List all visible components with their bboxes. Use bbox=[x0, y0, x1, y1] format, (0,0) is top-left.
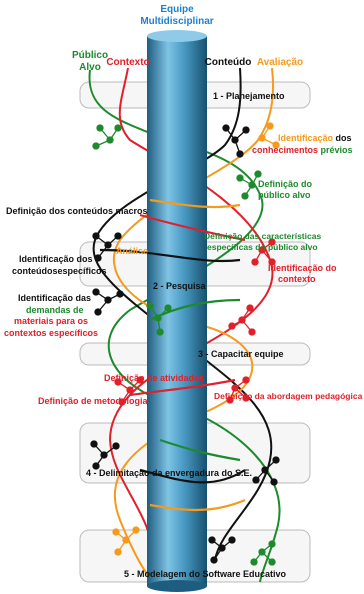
annotation-demandas-line1: Identificação das bbox=[18, 293, 91, 303]
strand-label-publico-alvo-line2: Alvo bbox=[79, 62, 101, 73]
central-cylinder bbox=[147, 30, 207, 592]
strand-label-conteudo: Conteúdo bbox=[205, 57, 252, 68]
molecule-node-icon bbox=[250, 540, 276, 566]
phase-label-1: 1 - Planejamento bbox=[213, 91, 285, 101]
header-title-line1: Equipe bbox=[160, 4, 194, 15]
annotation-conteudos-macros: Definição dos conteúdos macros bbox=[6, 206, 148, 216]
strand-label-contexto: Contexto bbox=[106, 57, 149, 68]
strand-contexto-front bbox=[129, 213, 246, 397]
annotation-conteudos-especificos-line2: conteúdosespecíficos bbox=[12, 266, 107, 276]
strand-avaliacao-front bbox=[149, 198, 246, 512]
phase-label-2: 2 - Pesquisa bbox=[153, 281, 207, 291]
annotation-definicao-publico-line2: público alvo bbox=[258, 190, 311, 200]
phase-label-3: 3 - Capacitar equipe bbox=[198, 349, 284, 359]
node-clusters bbox=[90, 122, 280, 566]
annotation-metodologia: Definição de metodologia bbox=[38, 396, 149, 406]
molecule-node-icon bbox=[112, 526, 140, 556]
annotation-atividades: Definição de atividades bbox=[104, 373, 204, 383]
strand-label-publico-alvo-line1: Público bbox=[72, 50, 108, 61]
strand-labels: Público Alvo Contexto Conteúdo Avaliação bbox=[72, 50, 303, 73]
annotation-analise: Análise bbox=[116, 246, 148, 256]
cylinder-bottom bbox=[147, 580, 207, 592]
annotation-conhecimentos-line2: conhecimentos prévios bbox=[252, 145, 353, 155]
annotation-abordagem: Definição da abordagem pedagógica bbox=[214, 391, 363, 401]
cylinder-body bbox=[147, 36, 207, 586]
molecule-node-icon bbox=[251, 238, 276, 266]
annotation-identificacao-contexto-line2: contexto bbox=[278, 274, 316, 284]
molecule-node-icon bbox=[90, 440, 120, 470]
molecule-node-icon bbox=[226, 376, 250, 404]
annotation-demandas-line4: contextos específicos bbox=[4, 328, 98, 338]
strand-conteudo-front bbox=[99, 248, 246, 484]
molecule-node-icon bbox=[92, 232, 122, 262]
molecule-node-icon bbox=[208, 536, 236, 564]
header: Equipe Multidisciplinar bbox=[140, 4, 213, 27]
molecule-node-icon bbox=[222, 124, 250, 158]
molecule-node-icon bbox=[92, 288, 124, 316]
molecule-node-icon bbox=[236, 170, 262, 200]
annotation-demandas-line2: demandas de bbox=[26, 305, 84, 315]
molecule-node-icon bbox=[92, 124, 122, 150]
strand-label-avaliacao: Avaliação bbox=[257, 57, 303, 68]
helix-strands-front bbox=[99, 198, 246, 512]
phase-labels: 1 - Planejamento 2 - Pesquisa 3 - Capaci… bbox=[86, 91, 287, 579]
annotations: Identificação dos conhecimentos prévios … bbox=[4, 133, 363, 406]
annotation-identificacao-contexto-line1: Identificação do bbox=[268, 263, 337, 273]
phase-label-5: 5 - Modelagem do Software Educativo bbox=[124, 569, 287, 579]
molecule-node-icon bbox=[146, 302, 172, 336]
molecule-node-icon bbox=[114, 376, 144, 406]
annotation-caracteristicas-line2: específicas do público alvo bbox=[207, 242, 318, 252]
cylinder-top bbox=[147, 30, 207, 42]
phase-label-4: 4 - Delimitação da envergadura do S.E. bbox=[86, 468, 252, 478]
molecule-node-icon bbox=[252, 456, 280, 486]
annotation-caracteristicas-line1: Definição das características bbox=[204, 231, 321, 241]
annotation-conhecimentos-line1: Identificação dos bbox=[278, 133, 352, 143]
header-title-line2: Multidisciplinar bbox=[140, 16, 213, 27]
molecule-node-icon bbox=[228, 304, 256, 336]
molecule-node-icon bbox=[258, 122, 280, 149]
annotation-demandas-line3: materiais para os bbox=[14, 316, 88, 326]
annotation-definicao-publico-line1: Definição do bbox=[258, 179, 313, 189]
annotation-conteudos-especificos-line1: Identificação dos bbox=[19, 254, 93, 264]
